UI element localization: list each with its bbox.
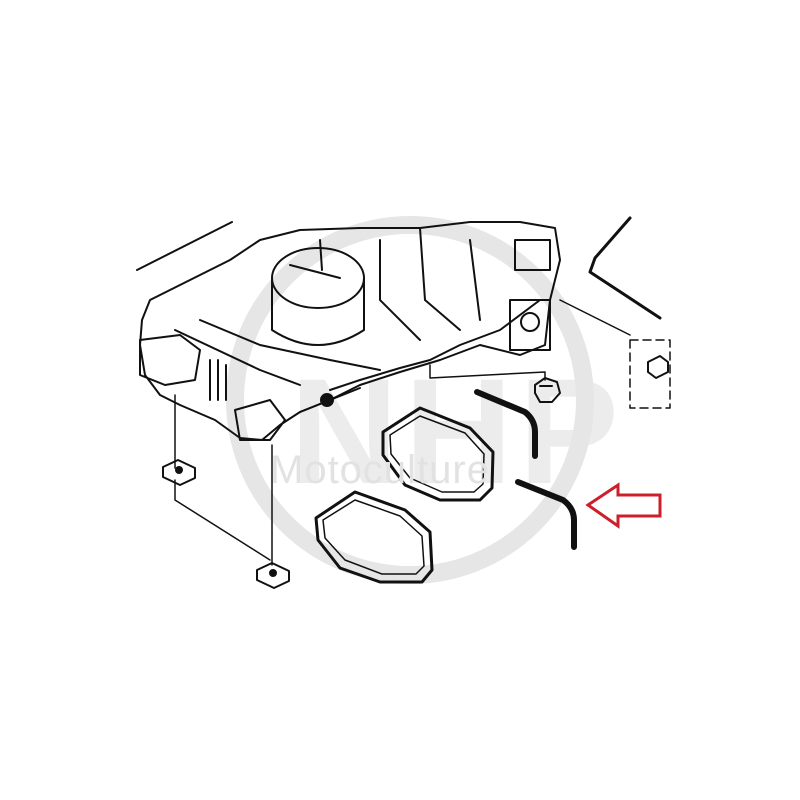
nut-left-1 (162, 459, 196, 486)
wire-rod (588, 216, 662, 320)
watermark-brand-text: Motoculture (270, 448, 490, 492)
nut-left-2 (256, 562, 290, 589)
watermark-circle (226, 216, 594, 584)
nut-right (534, 377, 561, 403)
gasket-large-lower (314, 490, 434, 584)
highlight-arrow (585, 482, 662, 529)
bent-tube-upper (474, 389, 538, 459)
dashed-box-part (629, 339, 671, 409)
bent-tube-lower (515, 479, 577, 550)
gasket-large-upper (381, 406, 495, 502)
crankcase-housing (136, 221, 561, 441)
leader-lines (174, 299, 631, 566)
